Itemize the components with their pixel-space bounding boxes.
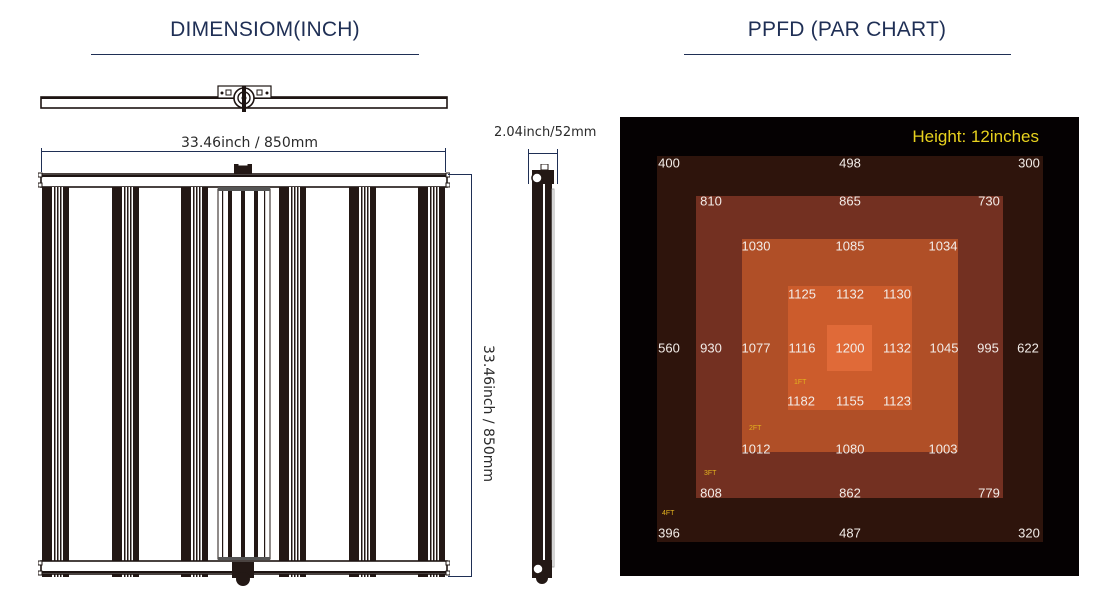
ppfd-value: 779 [978,485,1000,501]
ppfd-value: 1125 [788,286,816,302]
ppfd-value: 810 [700,193,722,209]
ppfd-value: 396 [658,525,680,541]
ppfd-value: 1085 [835,238,865,254]
height-dimension-tick-bottom [448,576,472,577]
dimension-title-rule [91,54,419,55]
ppfd-value: 930 [700,340,722,356]
ppfd-value: 560 [658,340,680,356]
ppfd-value: 1034 [928,238,958,254]
ppfd-value: 1130 [883,286,911,302]
height-dimension-line [471,174,472,577]
depth-dimension-tick-left [528,149,529,184]
ppfd-value: 1200 [835,340,865,356]
height-dimension-label: 33.46inch / 850mm [480,345,496,483]
fixture-side-view [528,163,558,590]
ppfd-value: 1116 [788,340,816,356]
ppfd-value: 862 [839,485,861,501]
ppfd-value: 1077 [741,340,771,356]
width-dimension-line [41,151,446,152]
ppfd-value: 865 [839,193,861,209]
zone-center [827,325,872,371]
ppfd-value: 1182 [787,393,815,409]
depth-dimension-tick-right [557,149,558,184]
depth-dimension-label: 2.04inch/52mm [494,125,597,140]
ppfd-value: 320 [1018,525,1040,541]
fixture-top-view-drawing [40,85,448,112]
zone-label-3ft: 3FT [704,470,717,477]
fixture-front-view [37,159,451,590]
ppfd-value: 622 [1017,340,1039,356]
width-dimension-tick-left [41,148,42,172]
ppfd-value: 1012 [741,441,771,457]
ppfd-value: 995 [977,340,999,356]
height-dimension-tick-top [448,174,472,175]
width-dimension-tick-right [445,148,446,172]
ppfd-value: 1080 [835,441,865,457]
ppfd-value: 1132 [836,286,864,302]
depth-dimension-line [528,153,557,154]
fixture-top-view [40,84,448,114]
ppfd-value: 1155 [836,393,864,409]
fixture-front-view-drawing [37,159,451,586]
mounting-height-label: Height: 12inches [912,127,1039,146]
fixture-side-view-drawing [531,163,555,584]
ppfd-value: 498 [839,155,861,171]
ppfd-value: 1123 [883,393,911,409]
zone-label-4ft: 4FT [662,510,675,517]
ppfd-value: 1132 [883,340,911,356]
ppfd-title: PPFD (PAR CHART) [747,18,947,41]
zone-label-2ft: 2FT [749,425,762,432]
ppfd-value: 730 [978,193,1000,209]
ppfd-heatmap: Height: 12inches 1FT 2FT 3FT 4FT 400 498 3… [620,117,1079,576]
ppfd-value: 300 [1018,155,1040,171]
ppfd-value: 1003 [928,441,958,457]
ppfd-value: 808 [700,485,722,501]
ppfd-value: 400 [658,155,680,171]
zone-label-1ft: 1FT [794,379,807,386]
dimension-title: DIMENSIOM(INCH) [170,18,360,41]
width-dimension-label: 33.46inch / 850mm [181,135,319,151]
ppfd-value: 487 [839,525,861,541]
ppfd-value: 1045 [929,340,959,356]
ppfd-value: 1030 [741,238,771,254]
ppfd-title-rule [684,54,1011,55]
